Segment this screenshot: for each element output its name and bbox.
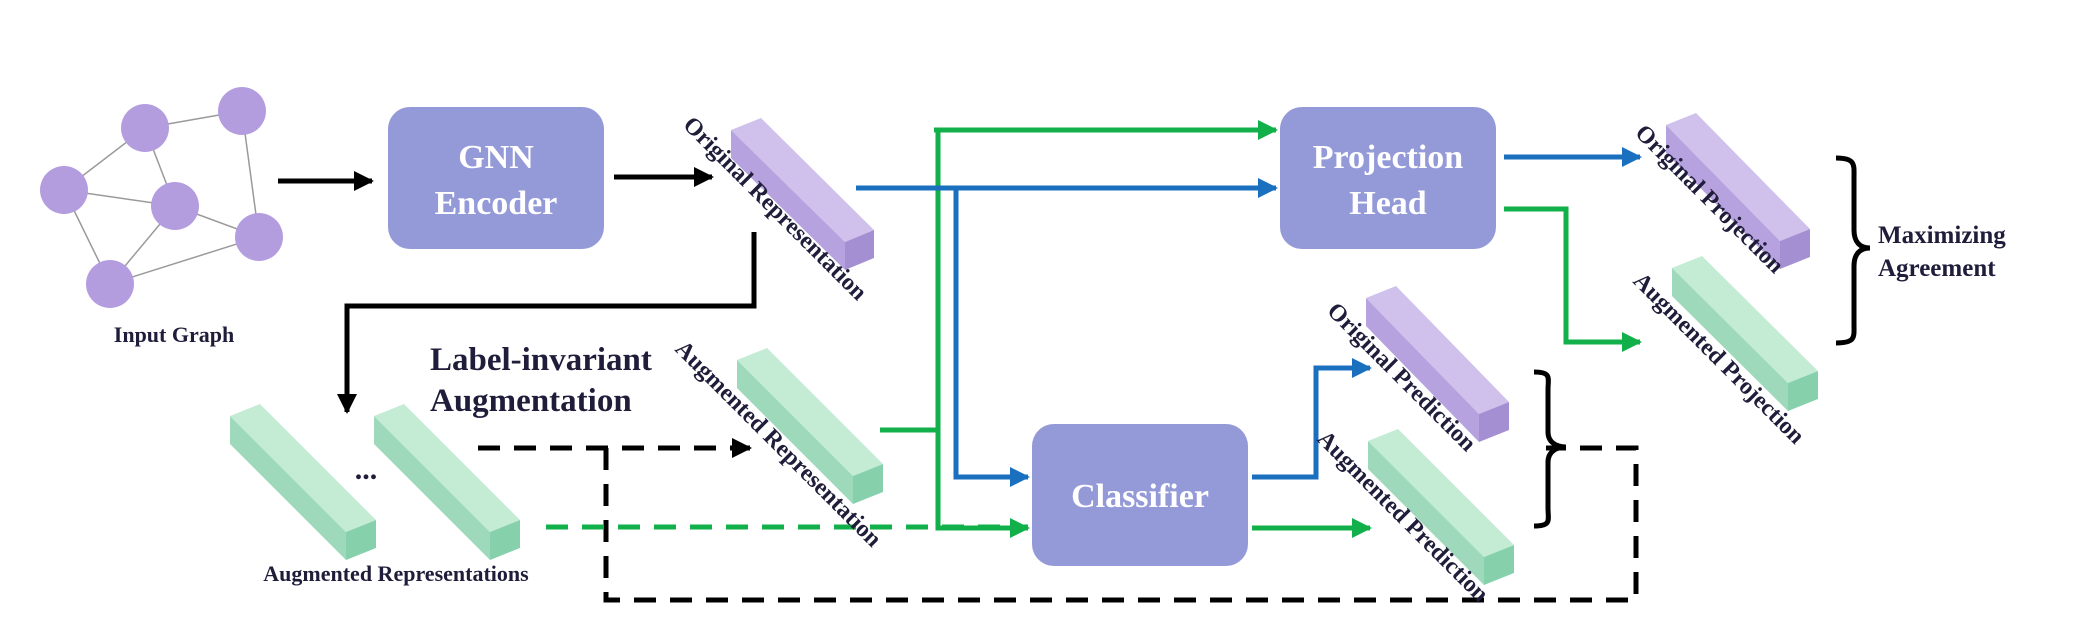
agreement-label-line2: Agreement <box>1878 255 1996 282</box>
aug-rep-to-projection-arrow <box>935 120 1278 430</box>
input-graph: Input Graph <box>40 87 283 347</box>
gnn-encoder-label-line2: Encoder <box>435 185 558 222</box>
graph-node <box>121 104 169 152</box>
classifier-to-original-prediction-arrow <box>1252 358 1372 480</box>
representation-to-augmentation-arrow <box>337 232 757 414</box>
projection-head-box: Projection Head <box>1280 107 1496 249</box>
projection-to-augmented-projection-arrow <box>1504 206 1642 352</box>
original-representation-bar <box>731 118 874 270</box>
original-prediction-bar <box>1366 286 1509 442</box>
graph-node <box>218 87 266 135</box>
agreement-brace <box>1835 155 1871 346</box>
black-arrows <box>278 167 757 414</box>
augmentation-title-line1: Label-invariant <box>430 342 652 378</box>
projection-head-label-line2: Head <box>1349 185 1427 222</box>
prediction-brace <box>1533 369 1567 529</box>
classifier-label: Classifier <box>1071 478 1209 515</box>
black-dashed-lines <box>478 438 1639 603</box>
graph-node <box>40 166 88 214</box>
orig-rep-to-classifier-arrow <box>953 188 1030 487</box>
graph-node <box>235 213 283 261</box>
augmented-representation-bar <box>737 348 883 504</box>
gnn-encoder-box: GNN Encoder <box>388 107 604 249</box>
augmented-projection-bar <box>1672 256 1818 411</box>
gnn-encoder-label-line1: GNN <box>458 139 534 176</box>
augmented-representations-label: Augmented Representations <box>263 561 529 586</box>
agreement-label-line1: Maximizing <box>1878 222 2006 249</box>
graph-node <box>151 182 199 230</box>
braces <box>1533 155 1871 529</box>
graph-nodes <box>40 87 283 308</box>
input-graph-label: Input Graph <box>114 322 234 347</box>
projection-head-label-line1: Projection <box>1313 139 1464 176</box>
ellipsis: ... <box>355 453 378 486</box>
classifier-box: Classifier <box>1032 424 1248 566</box>
augmented-representations-bar-1 <box>230 404 376 560</box>
original-projection-bar <box>1666 113 1810 269</box>
blue-arrows <box>856 147 1642 487</box>
augmentation-title-line2: Augmentation <box>430 383 632 419</box>
augmented-prediction-bar <box>1368 429 1514 585</box>
augmented-representations-bar-2 <box>374 404 520 560</box>
graph-node <box>86 260 134 308</box>
